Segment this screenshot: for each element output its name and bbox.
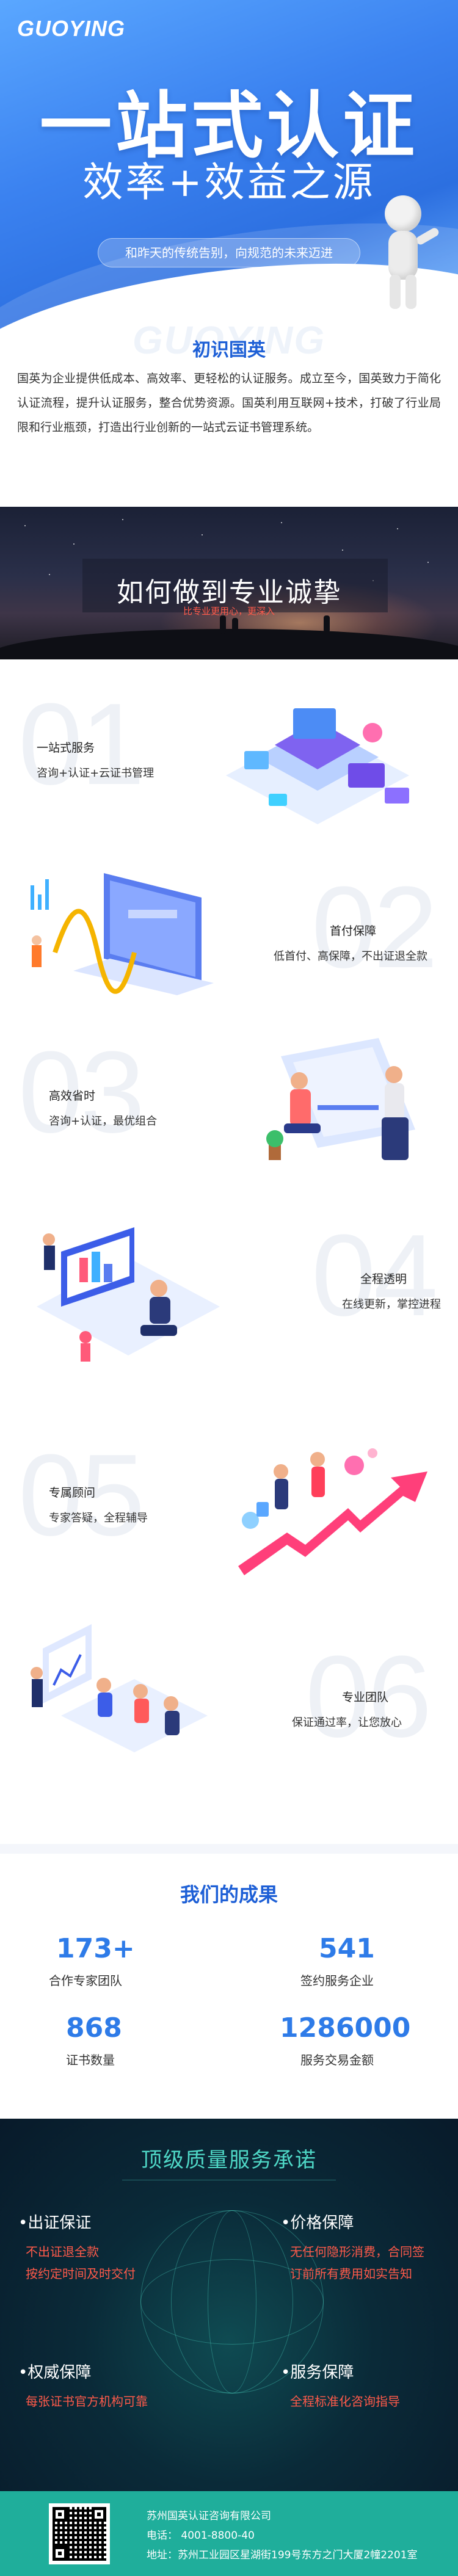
dashboard-illustration — [226, 708, 409, 824]
feature-number: 06 — [305, 1632, 432, 1761]
intro-bg-word: GUOYING — [132, 318, 326, 362]
feature-02: 02 首付保障 低首付、高保障，不出证退全款 — [0, 849, 458, 1050]
hero-slogan: 和昨天的传统告别，向规范的未来迈进 — [98, 238, 360, 267]
promise-line: 按约定时间及时交付 — [26, 2266, 136, 2281]
intro-title: 初识国英 — [192, 339, 266, 361]
promise-text: 每张证书官方机构可靠 — [26, 2390, 148, 2412]
footer: 苏州国英认证咨询有限公司 电话： 4001-8800-40 地址：苏州工业园区星… — [0, 2491, 458, 2576]
promise-text: 无任何隐形消费，合同签 订前所有费用如实告知 — [290, 2241, 424, 2285]
hero-title: 一站式认证 — [39, 84, 418, 168]
stat-value: 541 — [319, 1933, 375, 1964]
promise-line: 订前所有费用如实告知 — [290, 2266, 412, 2281]
promise-line: 不出证退全款 — [26, 2244, 99, 2259]
promise-title: 顶级质量服务承诺 — [141, 2148, 317, 2172]
feature-04: 04 全程透明 在线更新，掌控进程 — [0, 1209, 458, 1410]
banner-title: 如何做到专业诚挚 — [117, 577, 341, 608]
chart-laptop-illustration — [31, 873, 214, 995]
promise-section: 顶级质量服务承诺 •出证保证 不出证退全款 按约定时间及时交付 •价格保障 无任… — [0, 2119, 458, 2491]
feature-desc: 保证通过率，让您放心 — [292, 1716, 402, 1729]
intro-paragraph: 国英为企业提供低成本、高效率、更轻松的认证服务。成立至今，国英致力于简化认证流程… — [17, 372, 441, 434]
feature-number: 01 — [18, 680, 145, 809]
promise-text: 不出证退全款 按约定时间及时交付 — [26, 2241, 136, 2285]
workstation-illustration — [37, 1227, 220, 1362]
team-illustration — [31, 1624, 208, 1752]
feature-number: 04 — [311, 1211, 438, 1340]
feature-desc: 咨询+认证+云证书管理 — [37, 767, 154, 780]
stat-label: 服务交易金额 — [300, 2053, 374, 2067]
feature-title: 一站式服务 — [37, 741, 95, 755]
feature-title: 专业团队 — [342, 1691, 389, 1704]
feature-number: 02 — [311, 863, 438, 992]
feature-desc: 低首付、高保障，不出证退全款 — [274, 950, 427, 963]
stat-value: 868 — [66, 2012, 122, 2044]
promise-heading: •价格保障 — [281, 2214, 354, 2232]
stat-label: 合作专家团队 — [49, 1973, 122, 1988]
stat-label: 证书数量 — [66, 2053, 115, 2067]
feature-title: 高效省时 — [49, 1089, 96, 1103]
banner-title-box — [82, 559, 388, 612]
handshake-illustration — [266, 1038, 415, 1160]
promise-heading: •权威保障 — [18, 2364, 92, 2382]
feature-title: 专属顾问 — [49, 1486, 96, 1500]
brand-logo[interactable]: GUOYING — [17, 16, 126, 41]
stat-value: 1286000 — [280, 2012, 411, 2044]
promise-line: 全程标准化咨询指导 — [290, 2394, 400, 2409]
promise-line: 无任何隐形消费，合同签 — [290, 2244, 424, 2259]
promise-text: 全程标准化咨询指导 — [290, 2390, 400, 2412]
growth-arrow-illustration — [238, 1448, 427, 1575]
feature-desc: 专家答疑，全程辅导 — [49, 1512, 148, 1525]
promise-heading: •出证保证 — [18, 2214, 92, 2232]
feature-desc: 在线更新，掌控进程 — [342, 1298, 441, 1311]
stat-label: 签约服务企业 — [300, 1973, 374, 1988]
company-name: 苏州国英认证咨询有限公司 — [147, 2510, 271, 2522]
intro-heading: GUOYING 初识国英 — [0, 317, 458, 366]
feature-05: 05 专属顾问 专家答疑，全程辅导 — [0, 1431, 458, 1649]
promise-heading: •服务保障 — [281, 2364, 354, 2382]
feature-06: 06 专业团队 保证通过率，让您放心 — [0, 1612, 458, 1813]
hero-banner: GUOYING 一站式认证 效率+效益之源 和昨天的传统告别，向规范的未来迈进 — [0, 0, 458, 330]
feature-desc: 咨询+认证，最优组合 — [49, 1115, 158, 1128]
qr-code[interactable] — [49, 2503, 110, 2564]
phone-number[interactable]: 电话： 4001-8800-40 — [147, 2530, 255, 2542]
feature-01: 01 一站式服务 咨询+认证+云证书管理 — [0, 678, 458, 879]
results-section: 我们的成果 173+ 合作专家团队 541 签约服务企业 868 证书数量 12… — [0, 1844, 458, 2119]
promise-line: 每张证书官方机构可靠 — [26, 2394, 148, 2409]
feature-title: 全程透明 — [360, 1272, 407, 1286]
feature-03: 03 高效省时 咨询+认证，最优组合 — [0, 1026, 458, 1227]
company-address: 地址：苏州工业园区星湖街199号东方之门大厦2幢2201室 — [147, 2549, 418, 2561]
banner-subtitle: 比专业更用心，更深入 — [183, 606, 275, 617]
hero-subtitle: 效率+效益之源 — [82, 159, 376, 206]
feature-title: 首付保障 — [330, 924, 377, 938]
feature-number: 05 — [18, 1431, 145, 1560]
stat-value: 173+ — [56, 1933, 135, 1964]
results-title: 我们的成果 — [180, 1883, 278, 1906]
feature-number: 03 — [18, 1028, 145, 1157]
3d-person-illustration — [366, 195, 440, 311]
